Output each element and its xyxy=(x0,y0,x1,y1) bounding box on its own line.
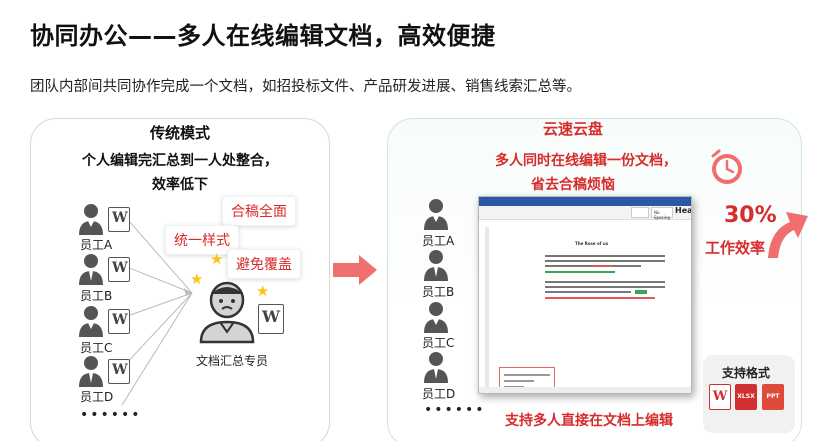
text-line xyxy=(545,255,665,257)
employee-c-label: 员工C xyxy=(422,336,455,350)
traditional-mode-desc-1: 个人编辑完汇总到一人处整合， xyxy=(82,153,278,169)
employee-d-icon xyxy=(79,356,103,387)
inserted-text xyxy=(545,271,615,273)
collector-person-icon xyxy=(199,281,255,344)
style-normal-box[interactable] xyxy=(631,207,649,218)
employee-a-label: 员工A xyxy=(80,238,113,252)
style-heading-label[interactable]: Head xyxy=(675,206,692,215)
shared-document-window[interactable]: No Spacing Head The Rose of us xyxy=(478,196,692,394)
star-icon: ★ xyxy=(190,270,204,288)
text-line xyxy=(545,260,665,262)
supported-formats-title: 支持格式 xyxy=(722,366,771,380)
page-subtitle: 团队内部间共同协作完成一个文档，如招投标文件、产品研发进展、销售线索汇总等。 xyxy=(30,79,581,95)
employee-a-icon xyxy=(424,199,448,230)
employee-b-label: 员工B xyxy=(422,285,455,299)
document-status-bar xyxy=(479,387,691,393)
employee-d-label: 员工D xyxy=(80,390,114,404)
text-line xyxy=(545,291,631,293)
page-title: 协同办公——多人在线编辑文档，高效便捷 xyxy=(30,22,496,50)
more-employees: •••••• xyxy=(424,402,486,418)
cloud-drive-desc-2: 省去合稿烦恼 xyxy=(531,177,615,193)
tag-complete-merge: 合稿全面 xyxy=(222,196,296,226)
employee-b-label: 员工B xyxy=(80,289,113,303)
employee-c-icon xyxy=(424,302,448,333)
comment-line xyxy=(504,374,550,376)
traditional-mode-title: 传统模式 xyxy=(149,124,210,142)
word-doc-icon: W xyxy=(108,257,130,282)
cloud-drive-title: 云速云盘 xyxy=(543,120,604,138)
employee-b-icon xyxy=(79,254,103,285)
comment-marker xyxy=(635,290,647,294)
tracked-change xyxy=(545,297,655,299)
vertical-ruler xyxy=(485,227,489,387)
word-doc-icon: W xyxy=(108,207,130,232)
xlsx-format-icon: XLSX xyxy=(735,384,757,410)
more-employees: •••••• xyxy=(80,407,142,423)
document-title-bar xyxy=(479,197,691,206)
efficiency-label: 工作效率 xyxy=(705,239,766,257)
word-format-icon: W xyxy=(709,384,731,410)
star-icon: ★ xyxy=(210,250,224,268)
tracked-change xyxy=(593,265,611,267)
collector-label: 文档汇总专员 xyxy=(196,354,269,368)
trend-up-arrow-icon xyxy=(768,212,808,258)
cloud-drive-caption: 支持多人直接在文档上编辑 xyxy=(505,413,673,429)
word-doc-icon: W xyxy=(108,359,130,384)
text-line xyxy=(545,286,665,288)
document-heading: The Rose of us xyxy=(575,241,609,246)
employee-c-icon xyxy=(79,306,103,337)
employee-a-label: 员工A xyxy=(422,234,455,248)
traditional-mode-desc-2: 效率低下 xyxy=(152,177,208,193)
text-line xyxy=(545,281,665,283)
efficiency-value: 30% xyxy=(724,203,777,228)
clock-icon xyxy=(711,149,742,184)
style-no-spacing-box[interactable]: No Spacing xyxy=(651,207,673,220)
employee-b-icon xyxy=(424,250,448,281)
document-page[interactable]: The Rose of us xyxy=(497,225,687,393)
merged-word-doc-icon: W xyxy=(258,304,284,334)
star-icon: ★ xyxy=(256,282,270,300)
employee-d-label: 员工D xyxy=(422,387,456,401)
tag-unified-style: 统一样式 xyxy=(165,225,239,255)
comment-line xyxy=(504,380,534,382)
tag-avoid-overwrite: 避免覆盖 xyxy=(227,249,301,279)
employee-d-icon xyxy=(424,352,448,383)
employee-c-label: 员工C xyxy=(80,341,113,355)
employee-a-icon xyxy=(79,204,103,235)
arrow-right-icon xyxy=(333,255,377,285)
cloud-drive-desc-1: 多人同时在线编辑一份文档， xyxy=(495,153,677,169)
word-doc-icon: W xyxy=(108,309,130,334)
ppt-format-icon: PPT xyxy=(762,384,784,410)
